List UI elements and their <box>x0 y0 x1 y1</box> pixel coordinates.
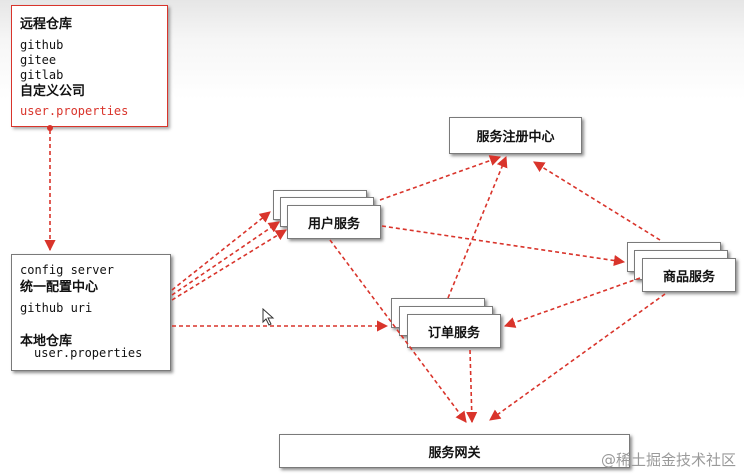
gateway-box: 服务网关 <box>279 434 630 468</box>
remote-repo-anchor-dot <box>47 125 53 131</box>
local-properties-file: user.properties <box>34 346 143 360</box>
watermark-text: @稀土掘金技术社区 <box>600 451 736 469</box>
order-service-box: 订单服务 <box>407 314 501 348</box>
user-service-box: 用户服务 <box>287 205 381 239</box>
product-service-label: 商品服务 <box>662 269 715 285</box>
config-server-label: config server <box>20 263 114 277</box>
config-center-label: 统一配置中心 <box>20 280 99 295</box>
arrow-user-to-gateway <box>329 239 467 423</box>
service-registry-box: 服务注册中心 <box>449 117 582 154</box>
mouse-cursor-icon <box>262 308 275 326</box>
gateway-label: 服务网关 <box>428 445 481 461</box>
user-service-label: 用户服务 <box>307 216 360 232</box>
arrow-config-to-user-1 <box>171 211 271 291</box>
arrow-order-to-registry <box>447 155 508 299</box>
config-server-box: config server 统一配置中心 github uri 本地仓库 use… <box>11 254 171 371</box>
arrow-config-to-user-2 <box>171 221 280 296</box>
remote-properties-file: user.properties <box>20 104 129 118</box>
arrow-product-to-registry <box>533 161 661 241</box>
repo-item-github: github <box>20 38 64 52</box>
github-uri-label: github uri <box>20 301 93 315</box>
arrow-product-to-order <box>503 277 641 328</box>
repo-item-gitee: gitee <box>20 53 57 67</box>
arrow-order-to-gateway <box>466 349 478 424</box>
arrow-user-to-registry <box>379 155 502 201</box>
remote-repo-box: 远程仓库 github gitee gitlab 自定义公司 user.prop… <box>11 5 168 127</box>
repo-item-custom-company: 自定义公司 <box>20 84 86 99</box>
repo-item-gitlab: gitlab <box>20 68 64 82</box>
local-repo-label: 本地仓库 <box>20 334 73 349</box>
remote-repo-title: 远程仓库 <box>20 17 73 32</box>
arrow-product-to-gateway <box>489 293 666 421</box>
product-service-box: 商品服务 <box>642 258 736 292</box>
service-registry-label: 服务注册中心 <box>476 130 555 145</box>
arrow-config-to-user-3 <box>171 229 287 301</box>
arrow-user-to-product <box>381 225 626 267</box>
order-service-label: 订单服务 <box>427 325 480 341</box>
